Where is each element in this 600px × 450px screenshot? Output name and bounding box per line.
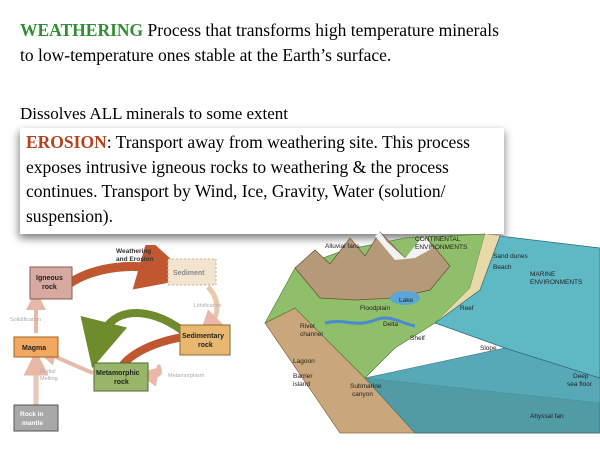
solidification-label: Solidification	[10, 317, 41, 323]
metamorphic-rock-box	[93, 362, 149, 392]
label-submarine-line2: canyon	[352, 391, 373, 398]
mantle-label-line1: Rock in	[20, 411, 44, 418]
cycle-title-line1: Weathering	[116, 248, 151, 255]
label-continental-line1: CONTINENTAL	[415, 236, 461, 243]
erosion-text: : Transport away from weathering site. T…	[26, 132, 470, 226]
lithification-label: Lithification	[194, 303, 222, 309]
magma-box	[13, 336, 59, 358]
dissolves-text: Dissolves ALL minerals to some extent	[20, 104, 289, 123]
weathering-definition: WEATHERING Process that transforms high …	[20, 18, 510, 68]
erosion-term: EROSION	[26, 132, 107, 152]
mantle-label-line2: mantle	[22, 420, 43, 427]
metamorphism-arrow	[138, 364, 162, 387]
beach-strip	[435, 234, 500, 326]
label-barrier-line1: Barrier	[293, 373, 313, 380]
label-marine-line1: MARINE	[530, 271, 556, 278]
label-alluvial-fans: Alluvial fans	[325, 243, 360, 250]
weathering-green-arrow	[80, 309, 186, 369]
metamorphic-label-line2: rock	[114, 379, 129, 386]
metamorphic-label-line1: Metamorphic	[96, 370, 140, 377]
magma-label: Magma	[22, 345, 46, 352]
metamorphism-label: Metamorphism	[168, 373, 205, 379]
igneous-rock-box	[29, 266, 73, 300]
ocean-surface	[434, 235, 600, 379]
sediment-label: Sediment	[173, 270, 205, 277]
label-floodplain: Floodplain	[360, 305, 390, 312]
partial-melting-line1: Partial	[40, 369, 56, 375]
label-river-line1: River	[300, 323, 316, 330]
label-marine-line2: ENVIRONMENTS	[530, 279, 583, 286]
ocean-front-face	[364, 347, 600, 434]
lithification-arrow	[199, 285, 226, 336]
label-delta: Delta	[383, 321, 399, 328]
sedimentary-label-line2: rock	[198, 342, 213, 349]
label-continental-line2: ENVIRONMENTS	[415, 244, 468, 251]
label-slope: Slope	[480, 345, 497, 352]
label-reef: Reef	[460, 305, 474, 312]
erosion-callout: EROSION: Transport away from weathering …	[20, 128, 504, 234]
mantle-box	[13, 404, 59, 432]
label-lake: Lake	[399, 297, 413, 304]
label-barrier-line2: island	[293, 381, 310, 388]
depositional-environments-diagram: Alluvial fans CONTINENTAL ENVIRONMENTS S…	[264, 231, 600, 434]
label-abyssal-fan: Abyssal fan	[530, 413, 564, 420]
label-shelf: Shelf	[410, 335, 425, 342]
sedimentary-rock-box	[179, 324, 231, 356]
cycle-title-line2: and Erosion	[116, 256, 154, 263]
rock-cycle-diagram: Weathering and Erosion Igneous rock Sedi…	[10, 245, 231, 432]
igneous-label-line2: rock	[42, 284, 57, 291]
label-submarine-line1: Submarine	[350, 383, 382, 390]
lake	[390, 291, 420, 305]
river	[324, 316, 416, 328]
igneous-label-line1: Igneous	[36, 275, 63, 282]
mountain-snow	[375, 232, 433, 260]
label-deep-line1: Deep	[573, 373, 589, 380]
label-deep-line2: sea floor	[567, 381, 593, 388]
label-river-line2: channel	[300, 331, 323, 338]
sedimentary-label-line1: Sedimentary	[182, 333, 224, 340]
label-lagoon: Lagoon	[293, 358, 315, 365]
weathering-term: WEATHERING	[20, 20, 144, 40]
weathering-arrow	[67, 245, 192, 290]
partial-melting-line2: Melting	[40, 376, 58, 382]
label-beach: Beach	[493, 264, 512, 271]
weathering-text: Process that transforms high temperature…	[20, 20, 499, 65]
label-sand-dunes: Sand dunes	[493, 253, 528, 260]
sediment-box	[167, 258, 217, 286]
